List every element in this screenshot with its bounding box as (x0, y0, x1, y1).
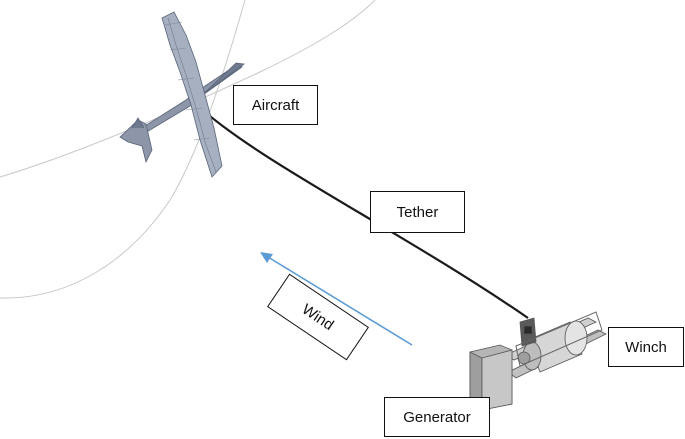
aircraft-nose (199, 62, 246, 98)
flight-path-curves (0, 0, 376, 299)
winch-label: Winch (608, 327, 684, 367)
tether-label: Tether (370, 191, 465, 233)
winch-machinery (469, 311, 607, 411)
wind-arrow-head (260, 252, 273, 263)
wind-arrow (260, 252, 413, 346)
tether-line (194, 102, 529, 319)
generator-label: Generator (384, 397, 490, 437)
flight-path-curve (0, 0, 376, 178)
aircraft (119, 11, 246, 178)
flight-path-curve (0, 0, 246, 299)
aircraft-label: Aircraft (233, 85, 318, 125)
